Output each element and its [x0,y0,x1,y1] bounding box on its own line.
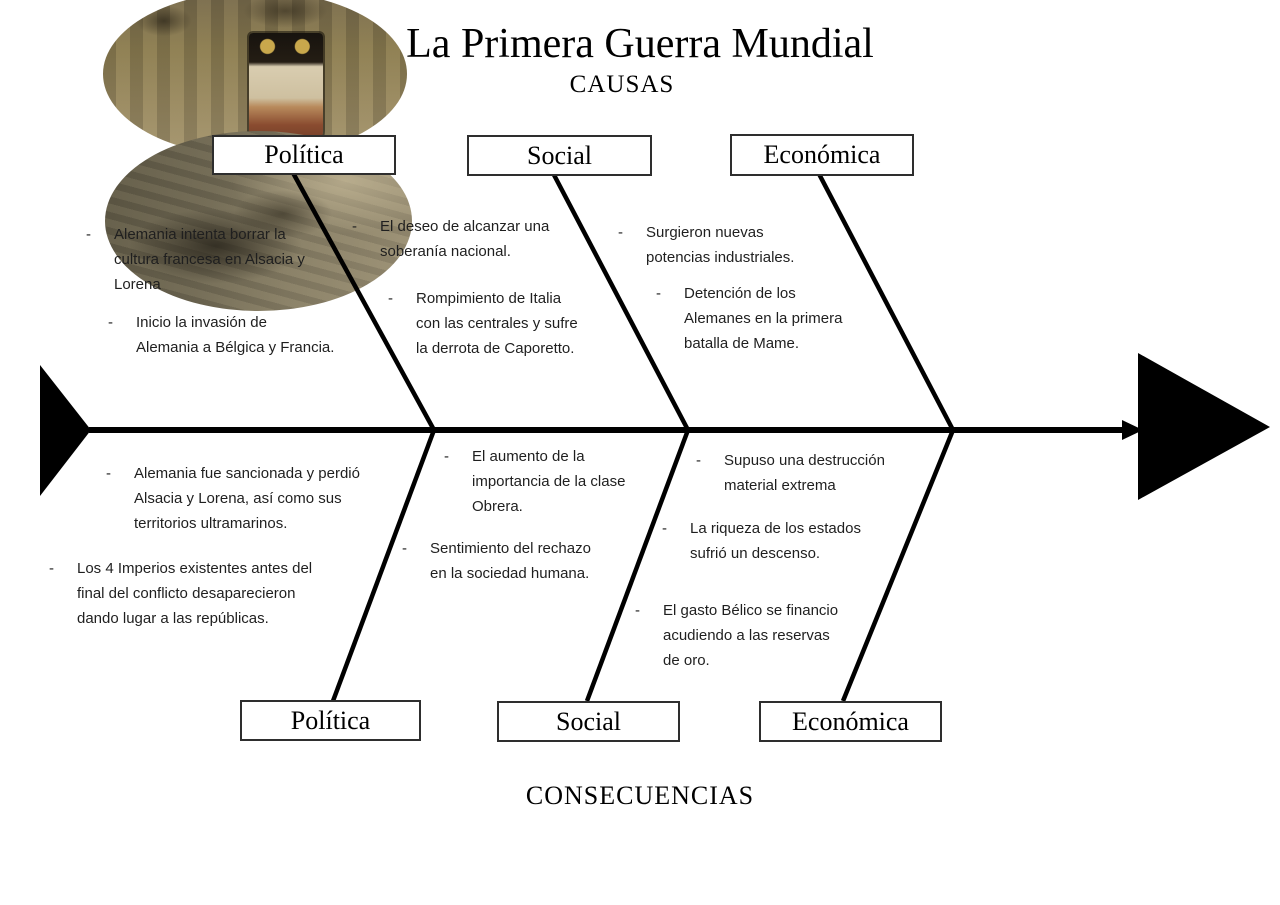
note-text: La riqueza de los estados sufrió un desc… [690,520,861,562]
tail-triangle-icon [40,365,91,496]
branch-consecuencias-politica [330,429,437,702]
branch-causes-politica [290,169,436,432]
bullet-dash: - [618,224,623,241]
regiment-banner [249,33,323,145]
note-text: Surgieron nuevas potencias industriales. [646,224,795,266]
consecuencias-box-politica: Política [240,700,421,741]
causes-box-politica: Política [212,135,396,175]
consequence-item-politica-2: - Los 4 Imperios existentes antes del fi… [49,556,339,631]
bullet-dash: - [635,602,640,619]
consequence-item-politica-1: - Alemania fue sancionada y perdió Alsac… [106,461,386,536]
branch-causes-social [551,171,690,432]
note-text: Rompimiento de Italia con las centrales … [416,290,578,357]
cause-item-politica-2: - Inicio la invasión de Alemania a Bélgi… [108,310,358,360]
consecuencias-box-economica: Económica [759,701,942,742]
bullet-dash: - [106,465,111,482]
causes-box-economica: Económica [730,134,914,176]
bullet-dash: - [662,520,667,537]
note-text: El gasto Bélico se financio acudiendo a … [663,602,839,669]
bullet-dash: - [352,218,357,235]
head-triangle-icon [1138,353,1270,500]
bullet-dash: - [86,226,91,243]
cause-item-economica-1: - Surgieron nuevas potencias industriale… [618,220,858,270]
branch-consecuencias-social [584,429,691,702]
consecuencias-box-social: Social [497,701,680,742]
page-title: La Primera Guerra Mundial [406,21,874,67]
consequences-heading: CONSECUENCIAS [525,781,755,810]
consequence-item-economica-2: - La riqueza de los estados sufrió un de… [662,516,902,566]
bullet-dash: - [402,540,407,557]
note-text: Alemania fue sancionada y perdió Alsacia… [134,465,360,532]
cause-item-social-2: - Rompimiento de Italia con las centrale… [388,286,628,361]
spine-arrowhead-icon [1122,420,1143,440]
bullet-dash: - [696,452,701,469]
note-text: Sentimiento del rechazo en la sociedad h… [430,540,591,582]
bullet-dash: - [444,448,449,465]
note-text: Alemania intenta borrar la cultura franc… [114,226,305,293]
consequence-item-social-1: - El aumento de la importancia de la cla… [444,444,684,519]
cause-item-social-1: - El deseo de alcanzar una soberanía nac… [352,214,592,264]
consequence-item-social-2: - Sentimiento del rechazo en la sociedad… [402,536,642,586]
bullet-dash: - [49,560,54,577]
note-text: Detención de los Alemanes en la primera … [684,285,843,352]
note-text: Los 4 Imperios existentes antes del fina… [77,560,313,627]
cause-item-economica-2: - Detención de los Alemanes en la primer… [656,281,896,356]
note-text: El aumento de la importancia de la clase… [472,448,626,515]
causes-box-social: Social [467,135,652,176]
note-text: El deseo de alcanzar una soberanía nacio… [380,218,550,260]
branch-causes-economica [816,170,955,432]
branch-consecuencias-economica [840,429,956,702]
cause-item-politica-1: - Alemania intenta borrar la cultura fra… [86,222,336,297]
bullet-dash: - [656,285,661,302]
note-text: Inicio la invasión de Alemania a Bélgica… [136,314,335,356]
consequence-item-economica-3: - El gasto Bélico se financio acudiendo … [635,598,875,673]
bullet-dash: - [388,290,393,307]
causes-heading: CAUSAS [569,71,675,98]
bullet-dash: - [108,314,113,331]
note-text: Supuso una destrucción material extrema [724,452,885,494]
soldiers-with-banner-photo [103,0,407,157]
consequence-item-economica-1: - Supuso una destrucción material extrem… [696,448,936,498]
